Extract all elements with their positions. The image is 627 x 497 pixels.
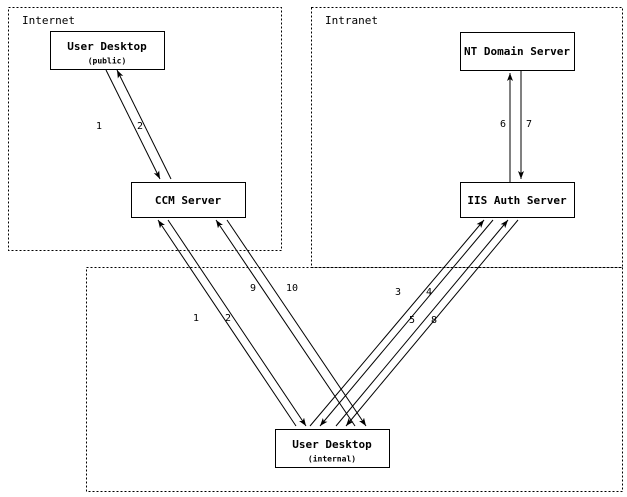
node-label-user-desktop-public: User Desktop	[67, 40, 147, 53]
node-ccm-server[interactable]: CCM Server	[131, 182, 246, 218]
flow-line-9	[215, 219, 356, 427]
zone-intranet-boundary	[311, 7, 623, 268]
flow-label-7: 7	[526, 119, 532, 130]
flow-line-2-public	[116, 69, 172, 180]
flow-line-4	[319, 219, 494, 427]
flow-group-public-ccm	[105, 69, 172, 180]
node-user-desktop-public[interactable]: User Desktop (public)	[50, 31, 165, 70]
node-label-ccm-server: CCM Server	[155, 194, 222, 207]
flow-group-iis-ntdomain	[507, 70, 524, 182]
zone-boundaries	[8, 7, 623, 492]
node-iis-auth-server[interactable]: IIS Auth Server	[460, 182, 575, 218]
flow-group-internal-iis-58	[335, 219, 519, 427]
flow-label-2-public: 2	[137, 121, 143, 132]
flow-label-1-public: 1	[96, 121, 102, 132]
flow-label-8: 8	[431, 315, 437, 326]
flow-line-10	[226, 219, 367, 427]
flow-label-1-internal: 1	[193, 313, 199, 324]
zone-internet-boundary	[8, 7, 282, 251]
node-user-desktop-internal[interactable]: User Desktop (internal)	[275, 429, 390, 468]
zone-internal-boundary	[86, 267, 623, 492]
flow-line-8	[345, 219, 519, 427]
flow-label-3: 3	[395, 287, 401, 298]
node-nt-domain-server[interactable]: NT Domain Server	[460, 32, 575, 71]
flow-line-3	[309, 219, 485, 427]
node-label-iis-auth-server: IIS Auth Server	[467, 194, 567, 207]
flow-step-labels: 1 2 1 2 3 4 5 6 7 8 9 10	[96, 119, 532, 326]
flow-label-10: 10	[286, 283, 298, 294]
flow-group-ccm-internal-910	[215, 219, 367, 427]
flow-group-internal-iis-34	[309, 219, 494, 427]
node-sublabel-user-desktop-internal: (internal)	[308, 454, 356, 464]
node-label-nt-domain-server: NT Domain Server	[464, 45, 570, 58]
zone-label-intranet: Intranet	[325, 14, 378, 27]
flow-label-5: 5	[409, 315, 415, 326]
flow-label-9: 9	[250, 283, 256, 294]
flow-label-6: 6	[500, 119, 506, 130]
flow-label-4: 4	[426, 287, 432, 298]
node-label-user-desktop-internal: User Desktop	[292, 438, 372, 451]
flow-line-5	[335, 219, 509, 427]
flow-line-2-internal	[167, 219, 307, 427]
flow-group-internal-ccm-12	[157, 219, 307, 427]
flow-line-1-internal	[157, 219, 297, 427]
zone-label-internet: Internet	[22, 14, 75, 27]
flow-line-1-public	[105, 69, 161, 180]
flow-label-2-internal: 2	[225, 313, 231, 324]
node-sublabel-user-desktop-public: (public)	[88, 56, 127, 66]
